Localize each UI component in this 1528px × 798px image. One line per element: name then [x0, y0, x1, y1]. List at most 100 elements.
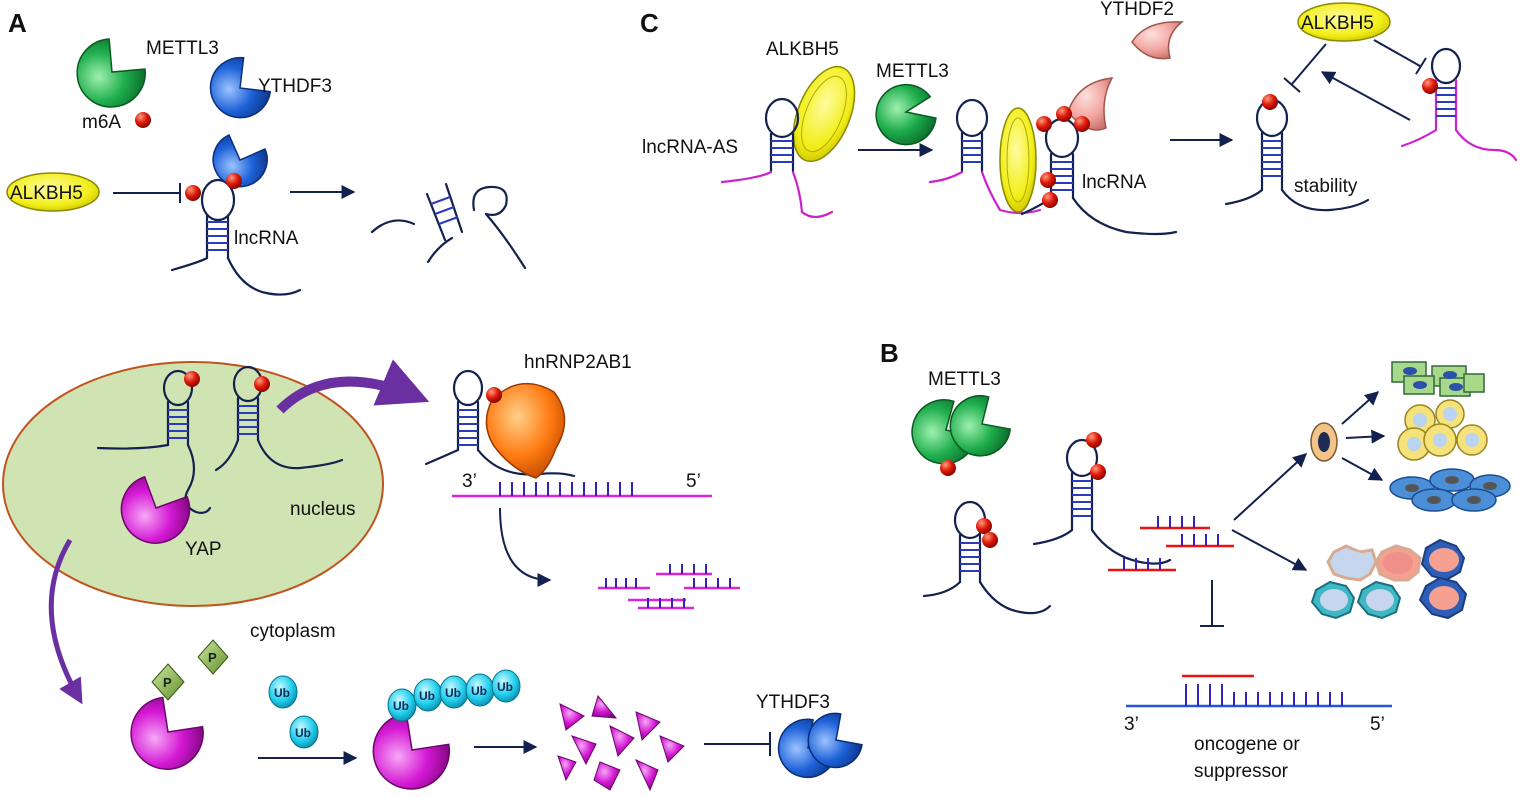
svg-text:Ub: Ub: [471, 684, 487, 698]
arrow-differentiation-3: [1341, 457, 1384, 481]
panel-letter-c: C: [640, 8, 659, 38]
hnrnp2ab1-protein-icon: [485, 382, 566, 479]
nucleus-compartment: [2, 361, 384, 607]
lncrna-as-stem-loop-2: [928, 98, 1042, 215]
tumor-cell-cluster-icon: [1310, 538, 1468, 620]
panel-b: B METTL3: [880, 338, 1511, 782]
ythdf3-protein-icon: [209, 56, 272, 119]
hnrnp2ab1-label: hnRNP2AB1: [524, 352, 632, 373]
sponged-mirna-duplexes: [1108, 516, 1234, 572]
panel-c: C ALKBH5 METTL3 lncRNA-AS: [640, 0, 1518, 236]
m6a-dot: [184, 371, 200, 387]
mettl3-protein-icon: [76, 38, 146, 108]
mettl3-label-b: METTL3: [928, 369, 1001, 390]
degradation-arrow-2: [499, 507, 552, 587]
m6a-label: m6A: [82, 112, 121, 133]
three-prime-label-a: 3’: [462, 471, 477, 492]
m6a-dot: [135, 112, 151, 128]
target-rna-bases: [499, 482, 633, 496]
panel-letter-a: A: [8, 8, 27, 38]
lncrna-as-stem-loop-right: [1400, 47, 1518, 162]
nuclear-export-arrow: [276, 359, 430, 414]
panel-letter-b: B: [880, 338, 899, 368]
cytoplasm-export-arrow: [48, 538, 83, 705]
cytoplasm-label: cytoplasm: [250, 621, 336, 642]
m6a-dot: [1090, 464, 1106, 480]
ythdf2-protein-icon: [1131, 21, 1185, 60]
oncogene-label: oncogene or: [1194, 734, 1300, 755]
phosphate-icon: P P: [151, 639, 229, 701]
inhibition-line-c2: [1373, 39, 1421, 67]
svg-text:Ub: Ub: [295, 726, 311, 740]
lncrna-label-c: lncRNA: [1082, 172, 1147, 193]
svg-text:P: P: [208, 650, 217, 665]
panel-a: A METTL3 YTHDF3 m6A ALKBH5: [2, 8, 863, 792]
alkbh5-label: ALKBH5: [10, 183, 83, 204]
m6a-dot: [940, 460, 956, 476]
five-prime-label-b: 5’: [1370, 714, 1385, 735]
m6a-dot: [254, 376, 270, 392]
alkbh5-protein-icon-c: [792, 65, 856, 163]
ythdf2-label: YTHDF2: [1100, 0, 1174, 20]
m6a-dot: [1056, 106, 1072, 122]
lncrna-stem-loop-a: [170, 178, 302, 296]
single-cell-icon: [1310, 422, 1338, 462]
yap-label: YAP: [185, 539, 222, 560]
m6a-dot: [1036, 116, 1052, 132]
arrow-to-cell: [1233, 453, 1308, 521]
lncrna-label-a: lncRNA: [234, 228, 299, 249]
ythdf3-label-bottom: YTHDF3: [756, 692, 830, 713]
inhibition-bar-c2: [1415, 57, 1427, 75]
alkbh5-protein-icon: [6, 172, 100, 212]
yap-protein-icon: [120, 475, 191, 544]
ubiquitinated-yap-protein-icon: [372, 712, 451, 790]
round-cell-cluster-icon: [1397, 399, 1488, 461]
m6a-dot: [1074, 116, 1090, 132]
m6a-dot: [1086, 432, 1102, 448]
lncrna-as-label: lncRNA-AS: [642, 137, 738, 158]
phospho-yap-protein-icon: [130, 696, 204, 770]
lncrna-as-stem-loop: [720, 97, 834, 219]
three-prime-label-b: 3’: [1124, 714, 1139, 735]
alkbh5-label-c-right: ALKBH5: [1301, 13, 1374, 34]
alkbh5-protein-icon-c-right: [1297, 2, 1391, 42]
degraded-yap-fragments: [557, 694, 685, 792]
mettl3-protein-icon-c: [875, 83, 937, 146]
alkbh5-label-c: ALKBH5: [766, 39, 839, 60]
svg-text:Ub: Ub: [419, 689, 435, 703]
lncrna-stem-loop-b2: [1032, 438, 1172, 565]
flat-cell-cluster-icon: [1389, 468, 1511, 512]
stability-label: stability: [1294, 176, 1358, 197]
inhibition-line-c1: [1291, 43, 1327, 85]
m6a-dot: [976, 518, 992, 534]
suppressor-label: suppressor: [1194, 761, 1289, 782]
svg-text:Ub: Ub: [497, 680, 513, 694]
ubiquitin-free-icon: Ub Ub: [268, 675, 319, 749]
ythdf3-bottom-icon: [777, 712, 863, 779]
arrow-differentiation-1: [1341, 391, 1380, 425]
m6a-dot: [1042, 192, 1058, 208]
m6a-dot: [486, 387, 502, 403]
polyubiquitin-chain-icon: Ub Ub Ub Ub Ub: [387, 669, 521, 722]
rna-fragments: [598, 564, 740, 610]
arrow-differentiation-2: [1345, 429, 1386, 444]
mettl3-dimer-icon: [911, 395, 1012, 465]
inhibition-bar-c1: [1283, 77, 1301, 93]
m6a-dot: [1422, 78, 1438, 94]
mettl3-label: METTL3: [146, 38, 219, 59]
five-prime-label-a: 5’: [686, 471, 701, 492]
epithelial-cell-cluster-icon: [1391, 361, 1485, 397]
m6a-dot: [1040, 172, 1056, 188]
degraded-lncrna: [370, 182, 527, 270]
svg-text:Ub: Ub: [393, 699, 409, 713]
m6a-dot: [185, 185, 201, 201]
nucleus-label: nucleus: [290, 499, 356, 520]
feedback-arrow-c: [1320, 71, 1411, 121]
mettl3-label-c: METTL3: [876, 61, 949, 82]
target-mrna-bases-b: [1185, 684, 1343, 706]
svg-text:Ub: Ub: [445, 686, 461, 700]
svg-text:Ub: Ub: [274, 686, 290, 700]
arrow-to-cell-cluster: [1231, 529, 1308, 571]
m6a-dot: [226, 173, 242, 189]
